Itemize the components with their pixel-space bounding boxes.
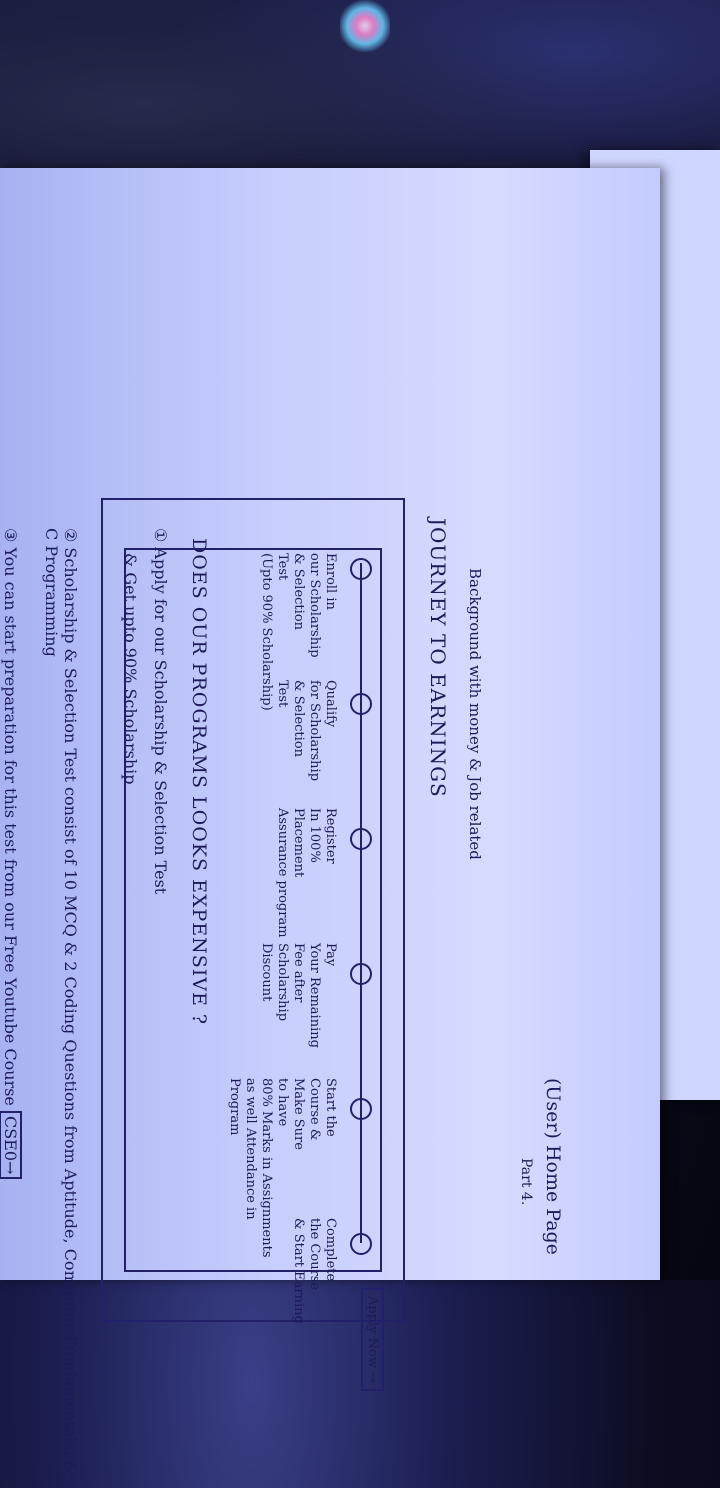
timeline-node [350,558,372,580]
page-subtitle: Part 4. [518,1158,534,1206]
point-three-text: ③ You can start preparation for this tes… [1,528,20,1106]
course-code-button[interactable]: CSE0→ [0,1110,22,1180]
page-title: (User) Home Page [542,1078,564,1255]
expensive-question: DOES OUR PROGRAMS LOOKS EXPENSIVE ? [188,538,210,1026]
step-register: Register In 100% Placement Assurance pro… [275,808,338,938]
point-two: ② Scholarship & Selection Test consist o… [42,528,80,1476]
timeline-node [350,828,372,850]
background-note: Background with money & Job related [466,568,484,860]
light-glare [340,0,390,52]
step-qualify: Qualify for Scholarship & Selection Test [275,680,338,782]
timeline-node [350,693,372,715]
step-complete: Complete the Course & Start Earning [291,1218,338,1324]
apply-now-button[interactable]: Apply Now → [361,1288,384,1392]
point-three: ③ You can start preparation for this tes… [0,528,22,1180]
point-one: ① Apply for our Scholarship & Selection … [151,528,170,895]
wireframe-sheet: (User) Home Page Part 4. Background with… [0,168,660,1475]
timeline-node [350,963,372,985]
timeline-line [360,563,362,1243]
step-pay: Pay Your Remaining Fee after Scholarship… [259,943,338,1048]
point-one-continued: & Get upto 90% Scholarship [121,553,140,785]
sketch-content: (User) Home Page Part 4. Background with… [0,388,580,1488]
timeline-node [350,1233,372,1255]
section-heading: JOURNEY TO EARNINGS [426,518,450,798]
timeline-node [350,1098,372,1120]
